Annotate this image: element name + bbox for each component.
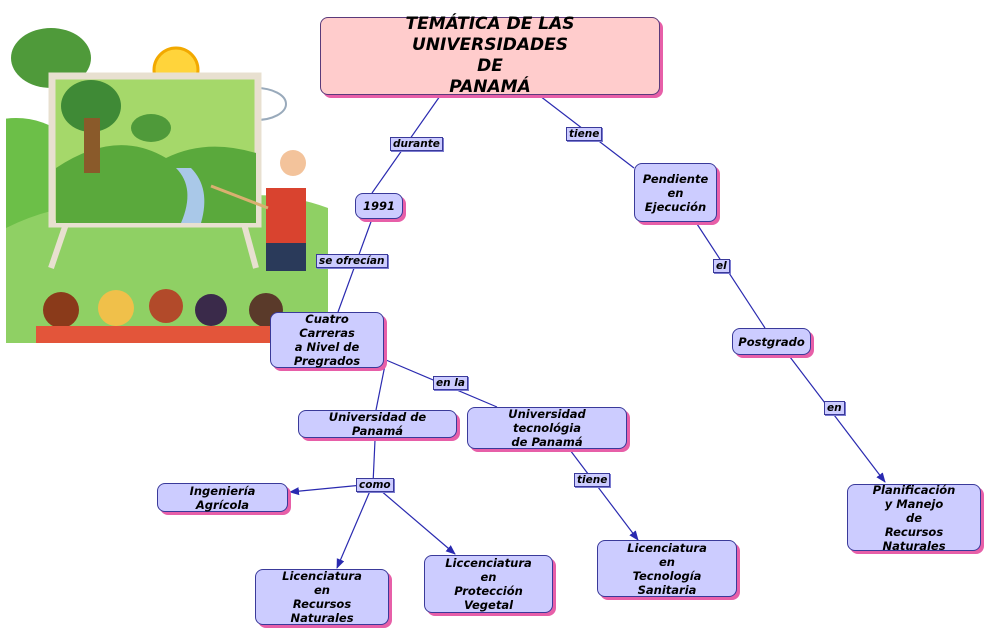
link-label-tiene-2: tiene (574, 473, 611, 487)
pendiente-node[interactable]: Pendiente en Ejecución (634, 163, 717, 222)
cuatro-carreras-node[interactable]: Cuatro Carreras a Nivel de Pregrados (270, 312, 384, 368)
link-label-tiene: tiene (566, 127, 603, 141)
link-label-durante: durante (390, 137, 443, 151)
link-label-el: el (713, 259, 730, 273)
teacher-classroom-illustration (6, 18, 328, 343)
link-label-en: en (824, 401, 845, 415)
link-label-como: como (356, 478, 394, 492)
year-1991-node[interactable]: 1991 (355, 193, 403, 219)
universidad-tecnologica-node[interactable]: Universidad tecnológia de Panamá (467, 407, 627, 449)
ingenieria-agricola-node[interactable]: Ingeniería Agrícola (157, 483, 288, 512)
postgrado-node[interactable]: Postgrado (732, 328, 811, 355)
proteccion-vegetal-node[interactable]: Liccenciatura en Protección Vegetal (424, 555, 553, 613)
link-label-en-la: en la (433, 376, 468, 390)
recursos-naturales-node[interactable]: Licenciatura en Recursos Naturales (255, 569, 389, 625)
tecnologia-sanitaria-node[interactable]: Licenciatura en Tecnología Sanitaria (597, 540, 737, 597)
universidad-panama-node[interactable]: Universidad de Panamá (298, 410, 457, 438)
planificacion-node[interactable]: Planificación y Manejo de Recursos Natur… (847, 483, 981, 553)
main-topic-node[interactable]: TEMÁTICA DE LAS UNIVERSIDADES DE PANAMÁ (320, 14, 660, 97)
link-label-se-ofrecian: se ofrecían (316, 254, 388, 268)
